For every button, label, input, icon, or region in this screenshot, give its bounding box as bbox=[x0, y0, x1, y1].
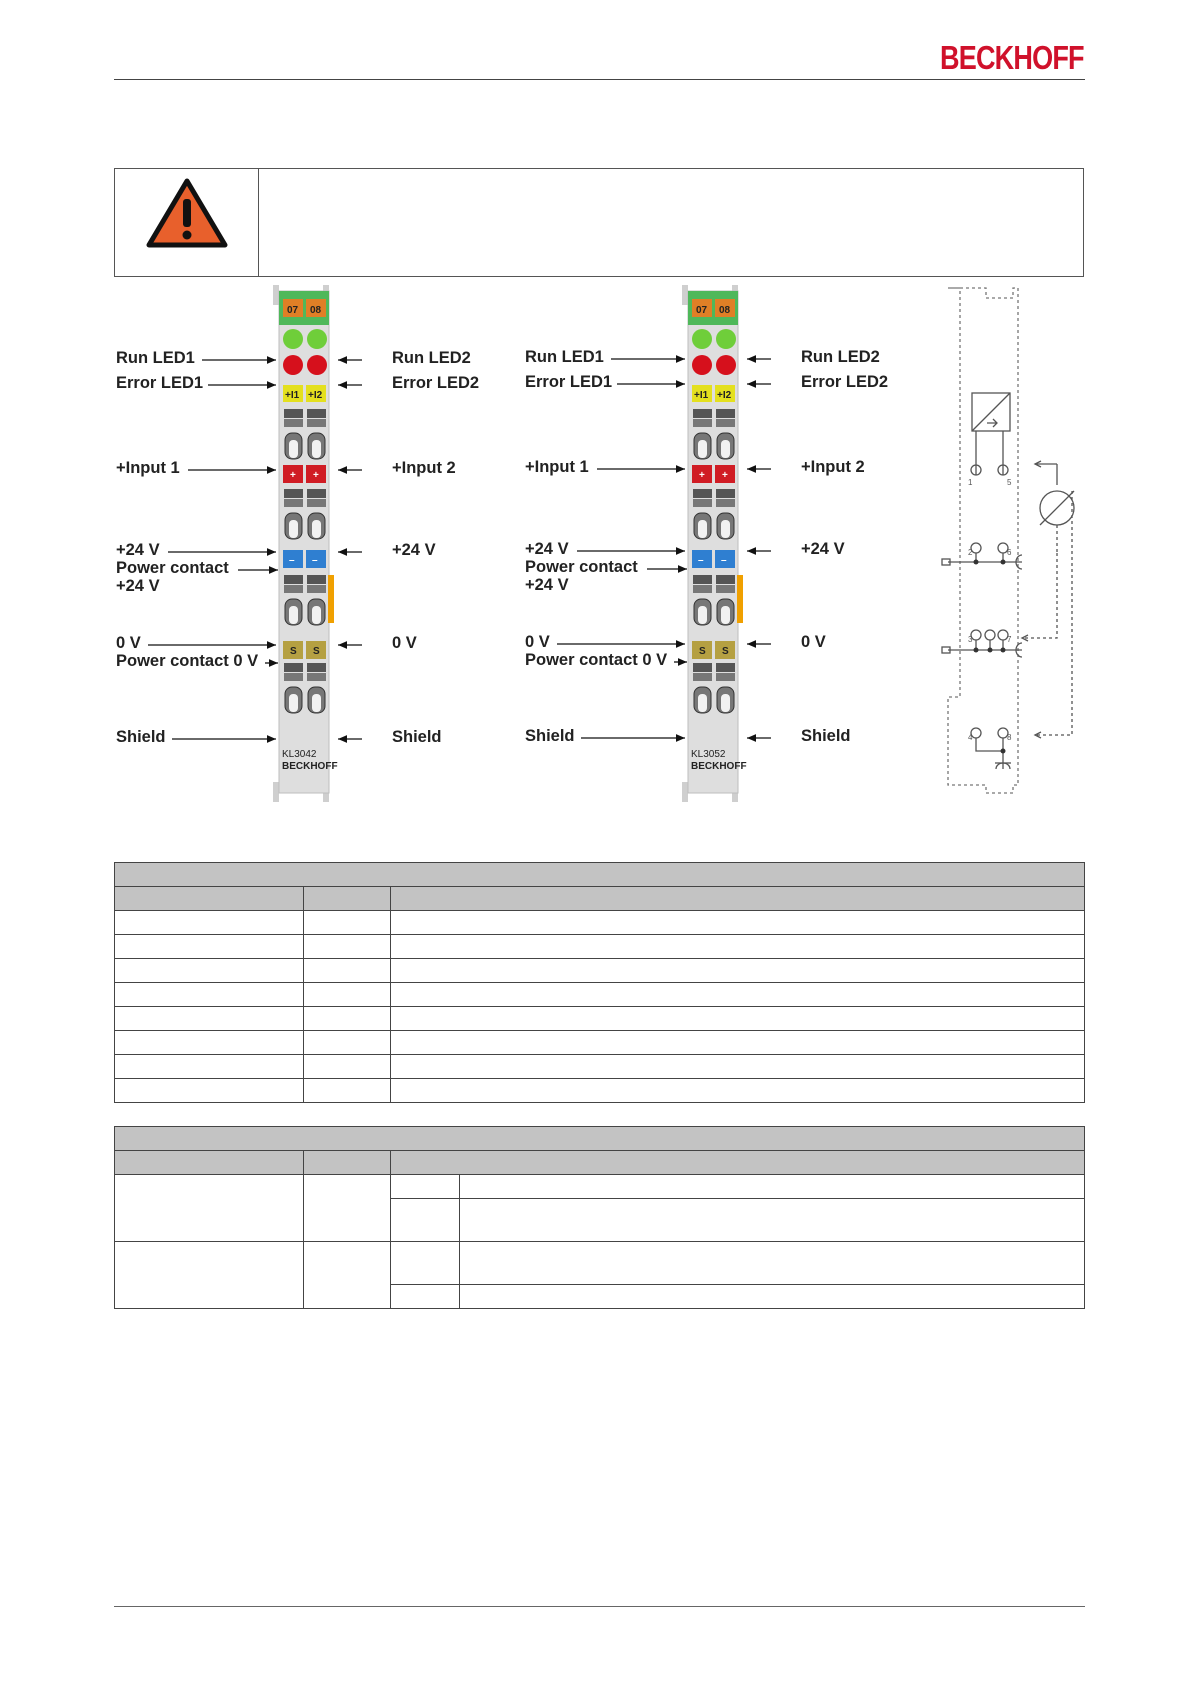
led-label-08: 08 bbox=[719, 305, 731, 316]
svg-text:7: 7 bbox=[1007, 635, 1012, 644]
schematic-pin-labels: 1 5 2 6 3 7 4 8 bbox=[968, 478, 1012, 742]
table-row bbox=[114, 958, 1085, 983]
label-error-led2: Error LED2 bbox=[392, 374, 479, 392]
label-run-led1: Run LED1 bbox=[116, 349, 195, 367]
led-label-07: 07 bbox=[287, 305, 299, 316]
label-shield-right: Shield bbox=[801, 727, 851, 745]
label-shield: Shield bbox=[116, 728, 166, 746]
table-row bbox=[114, 1030, 1085, 1055]
label-24v: +24 V bbox=[525, 540, 569, 558]
input1-tab: +I1 bbox=[285, 390, 300, 401]
label-24v: +24 V bbox=[116, 541, 160, 559]
minus-tab-2: – bbox=[721, 555, 727, 566]
table-header-row bbox=[114, 886, 1085, 911]
label-shield-right: Shield bbox=[392, 728, 442, 746]
minus-tab-1: – bbox=[289, 555, 295, 566]
label-run-led1: Run LED1 bbox=[525, 348, 604, 366]
table-row bbox=[114, 1241, 1085, 1309]
plus-tab-2: + bbox=[313, 470, 319, 481]
terminal-kl3052: 07 08 +I1 +I2 + + – – S S KL3052 BECKHOF… bbox=[682, 285, 747, 802]
table-row bbox=[114, 1006, 1085, 1031]
label-0v: 0 V bbox=[116, 634, 141, 652]
led-table bbox=[114, 1126, 1085, 1309]
warning-box bbox=[114, 168, 1084, 277]
label-input2: +Input 2 bbox=[392, 459, 456, 477]
label-input2: +Input 2 bbox=[801, 458, 865, 476]
label-run-led2: Run LED2 bbox=[392, 349, 471, 367]
svg-text:4: 4 bbox=[968, 733, 973, 742]
right-label-texts: Run LED1 Error LED1 Run LED2 Error LED2 … bbox=[525, 348, 888, 745]
label-error-led1: Error LED1 bbox=[525, 373, 612, 391]
brand-logo: BECKHOFF bbox=[940, 39, 1085, 76]
table-row bbox=[115, 1284, 1085, 1309]
right-labels bbox=[557, 355, 771, 742]
table-row bbox=[114, 982, 1085, 1007]
table-title-row bbox=[114, 862, 1085, 887]
header-rule bbox=[114, 79, 1085, 80]
footer-rule bbox=[114, 1606, 1085, 1607]
svg-text:6: 6 bbox=[1007, 548, 1012, 557]
input2-tab: +I2 bbox=[308, 390, 323, 401]
label-power-contact-0v: Power contact 0 V bbox=[116, 652, 258, 670]
label-24v-pc: +24 V bbox=[525, 576, 569, 594]
led-label-07: 07 bbox=[696, 305, 708, 316]
input1-tab: +I1 bbox=[694, 390, 709, 401]
label-run-led2: Run LED2 bbox=[801, 348, 880, 366]
label-error-led2: Error LED2 bbox=[801, 373, 888, 391]
terminal-kl3042: 07 08 +I1 +I2 + + – – S S KL3042 BECKHOF… bbox=[273, 285, 338, 802]
terminal-drawing: 07 08 +I1 +I2 + + – – S S KL3042 BECKHOF… bbox=[116, 285, 1075, 802]
input2-tab: +I2 bbox=[717, 390, 732, 401]
label-24v-right: +24 V bbox=[392, 541, 436, 559]
model-label: KL3052 bbox=[691, 749, 726, 760]
plus-tab-1: + bbox=[699, 470, 705, 481]
table-row bbox=[114, 934, 1085, 959]
warning-icon bbox=[146, 178, 228, 248]
terminal-brand: BECKHOFF bbox=[691, 761, 747, 772]
shield-tab-2: S bbox=[313, 646, 320, 657]
label-power-contact: Power contact bbox=[116, 559, 229, 577]
plus-tab-2: + bbox=[722, 470, 728, 481]
terminal-figure: 07 08 +I1 +I2 + + – – S S KL3042 BECKHOF… bbox=[110, 285, 1090, 805]
led-label-08: 08 bbox=[310, 305, 322, 316]
label-0v-right: 0 V bbox=[392, 634, 417, 652]
label-24v-pc: +24 V bbox=[116, 577, 160, 595]
label-0v: 0 V bbox=[525, 633, 550, 651]
label-power-contact-0v: Power contact 0 V bbox=[525, 651, 667, 669]
label-input1: +Input 1 bbox=[525, 458, 589, 476]
label-0v-right: 0 V bbox=[801, 633, 826, 651]
table-title-row bbox=[114, 1126, 1085, 1151]
table-row bbox=[114, 910, 1085, 935]
label-error-led1: Error LED1 bbox=[116, 374, 203, 392]
label-power-contact: Power contact bbox=[525, 558, 638, 576]
minus-tab-1: – bbox=[698, 555, 704, 566]
model-label: KL3042 bbox=[282, 749, 317, 760]
table-row bbox=[114, 1078, 1085, 1103]
svg-text:1: 1 bbox=[968, 478, 973, 487]
shield-tab-1: S bbox=[699, 646, 706, 657]
label-input1: +Input 1 bbox=[116, 459, 180, 477]
label-24v-right: +24 V bbox=[801, 540, 845, 558]
terminal-brand: BECKHOFF bbox=[282, 761, 338, 772]
label-shield: Shield bbox=[525, 727, 575, 745]
minus-tab-2: – bbox=[312, 555, 318, 566]
svg-text:5: 5 bbox=[1007, 478, 1012, 487]
table-header-row bbox=[114, 1150, 1085, 1175]
table-row bbox=[114, 1054, 1085, 1079]
connection-table bbox=[114, 862, 1085, 1103]
shield-tab-2: S bbox=[722, 646, 729, 657]
plus-tab-1: + bbox=[290, 470, 296, 481]
shield-tab-1: S bbox=[290, 646, 297, 657]
left-labels bbox=[148, 356, 362, 743]
svg-text:3: 3 bbox=[968, 635, 973, 644]
svg-text:2: 2 bbox=[968, 548, 973, 557]
table-row bbox=[114, 1174, 1085, 1242]
svg-text:8: 8 bbox=[1007, 733, 1012, 742]
warning-icon-cell bbox=[115, 169, 259, 276]
left-label-texts: Run LED1 Error LED1 Run LED2 Error LED2 … bbox=[116, 349, 479, 746]
schematic bbox=[941, 287, 1075, 794]
